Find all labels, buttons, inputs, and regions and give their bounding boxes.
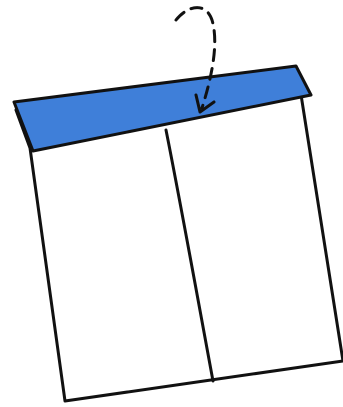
fold-illustration bbox=[0, 0, 343, 407]
fold-diagram bbox=[0, 0, 343, 407]
